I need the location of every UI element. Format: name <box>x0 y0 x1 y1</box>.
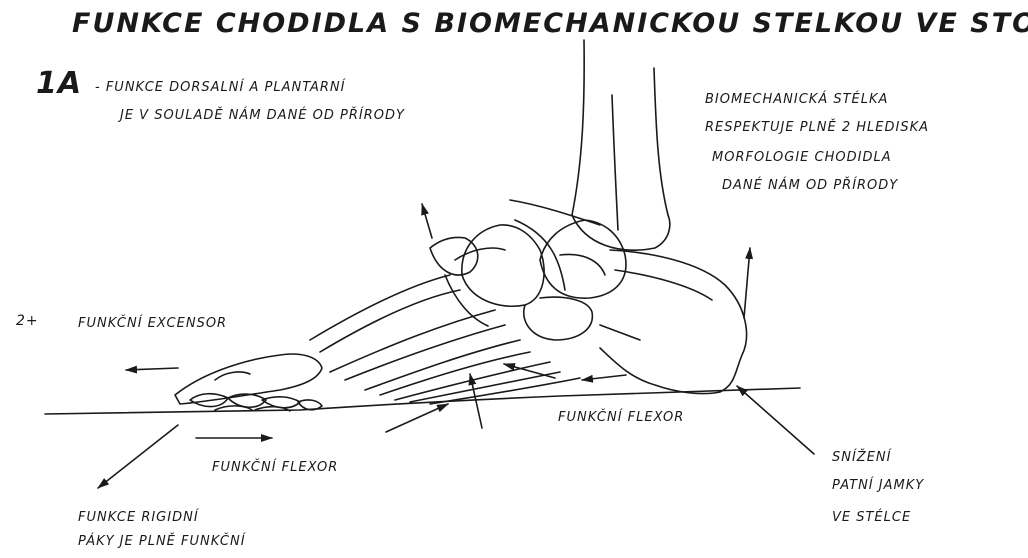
diagram-title: FUNKCE CHODIDLA S BIOMECHANICKOU STELKOU… <box>72 8 1028 39</box>
phalanges <box>175 354 322 411</box>
note-2-label: FUNKČNÍ EXCENSOR <box>78 316 227 331</box>
calcaneus <box>600 250 747 394</box>
heel-note-line3: VE STÉLCE <box>832 510 911 525</box>
lever-note-line1: FUNKCE RIGIDNÍ <box>78 510 199 525</box>
note-1a-line2: JE V SOULADĚ NÁM DANÉ OD PŘÍRODY <box>120 108 405 123</box>
heel-note-line1: SNÍŽENÍ <box>832 450 892 465</box>
note-1a-number: 1A <box>36 66 82 101</box>
note-insole-line1: BIOMECHANICKÁ STÉLKA <box>705 92 888 107</box>
flexor-label-right: FUNKČNÍ FLEXOR <box>558 410 684 425</box>
note-insole-line2: RESPEKTUJE PLNĚ 2 HLEDISKA <box>705 120 929 135</box>
heel-note-line2: PATNÍ JAMKY <box>832 478 924 493</box>
flexor-label-bottom: FUNKČNÍ FLEXOR <box>212 460 338 475</box>
leg-bones <box>572 40 670 250</box>
note-insole-line3: MORFOLOGIE CHODIDLA <box>712 150 892 165</box>
note-insole-line4: DANÉ NÁM OD PŘÍRODY <box>722 178 898 193</box>
lever-note-line2: PÁKY JE PLNĚ FUNKČNÍ <box>78 534 246 549</box>
note-1a-line1: - FUNKCE DORSALNÍ A PLANTARNÍ <box>95 80 345 95</box>
note-2-number: 2+ <box>16 313 39 329</box>
talus-midfoot <box>430 200 626 340</box>
force-arrows <box>98 204 814 488</box>
